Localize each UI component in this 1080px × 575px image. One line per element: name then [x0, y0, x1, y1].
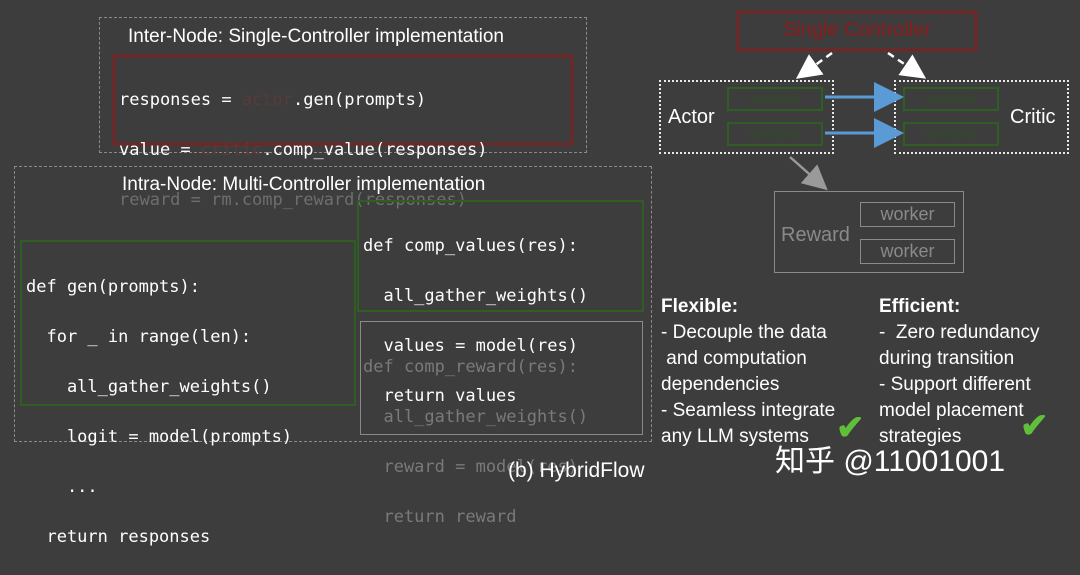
inter-node-panel — [99, 17, 587, 153]
flexible-line: and computation — [661, 348, 807, 369]
reward-line: reward = model(res) — [363, 457, 578, 477]
actor-to-reward-arrow — [789, 156, 828, 191]
watermark: 知乎 @11001001 — [775, 445, 1006, 478]
efficient-line: - Support different — [879, 374, 1031, 395]
actor-group — [659, 80, 834, 154]
flexible-text: Flexible: - Decouple the data and comput… — [661, 294, 835, 450]
flexible-line: - Seamless integrate — [661, 400, 836, 421]
gen-line: all_gather_weights() — [26, 377, 272, 397]
caption: (b) HybridFlow — [508, 459, 645, 482]
controller-to-critic-arrow — [887, 51, 927, 79]
efficient-line: during transition — [879, 348, 1015, 369]
efficient-heading: Efficient: — [879, 296, 961, 317]
efficient-line: - Zero redundancy — [879, 322, 1040, 343]
single-controller-label: Single Controller — [783, 19, 931, 41]
flexible-line: dependencies — [661, 374, 780, 395]
reward-label: Reward — [781, 224, 850, 246]
critic-label: Critic — [1010, 106, 1056, 128]
actor-label: Actor — [668, 106, 715, 128]
reward-line: def comp_reward(res): — [363, 357, 578, 377]
single-controller-box — [737, 11, 977, 51]
gen-line: ... — [26, 477, 98, 497]
inter-node-code: responses = actor.gen(prompts) value = c… — [119, 63, 487, 238]
code-line-responses: responses = actor.gen(prompts) — [119, 90, 427, 110]
efficient-line: model placement — [879, 400, 1024, 421]
inter-node-code-box — [113, 55, 573, 145]
flexible-line: any LLM systems — [661, 426, 809, 447]
reward-code-box — [360, 321, 643, 435]
reward-group — [774, 191, 964, 273]
efficient-check-icon: ✔ — [1020, 407, 1049, 445]
diagram-arrows — [789, 51, 927, 191]
code-line-value: value = critic.comp_value(responses) — [119, 140, 488, 160]
reward-line: return reward — [363, 507, 517, 527]
intra-node-panel — [14, 166, 652, 442]
gen-line: for _ in range(len): — [26, 327, 252, 347]
intra-node-title: Intra-Node: Multi-Controller implementat… — [122, 174, 486, 195]
controller-to-actor-arrow — [795, 51, 833, 79]
critic-worker-2: worker — [903, 122, 999, 146]
values-code: def comp_values(res): all_gather_weights… — [363, 209, 588, 434]
actor-worker-1: worker — [727, 87, 823, 111]
efficient-text: Efficient: - Zero redundancy during tran… — [879, 294, 1040, 450]
flexible-check-icon: ✔ — [836, 409, 865, 447]
reward-line: all_gather_weights() — [363, 407, 589, 427]
actor-worker-2: worker — [727, 122, 823, 146]
values-line: values = model(res) — [363, 336, 578, 356]
code-line-reward: reward = rm.comp_reward(responses) — [119, 190, 467, 210]
values-code-box — [357, 200, 644, 312]
values-line: def comp_values(res): — [363, 236, 578, 256]
values-line: all_gather_weights() — [363, 286, 589, 306]
flexible-line: - Decouple the data — [661, 322, 827, 343]
critic-group — [894, 80, 1069, 154]
gen-line: def gen(prompts): — [26, 277, 200, 297]
efficient-line: strategies — [879, 426, 962, 447]
inter-node-title: Inter-Node: Single-Controller implementa… — [128, 26, 504, 47]
gen-code-box — [20, 240, 356, 406]
values-line: return values — [363, 386, 517, 406]
critic-worker-1: worker — [903, 87, 999, 111]
reward-worker-1: worker — [860, 202, 955, 227]
flexible-heading: Flexible: — [661, 296, 739, 317]
gen-line: return responses — [26, 527, 211, 547]
gen-line: logit = model(prompts) — [26, 427, 293, 447]
reward-worker-2: worker — [860, 239, 955, 264]
